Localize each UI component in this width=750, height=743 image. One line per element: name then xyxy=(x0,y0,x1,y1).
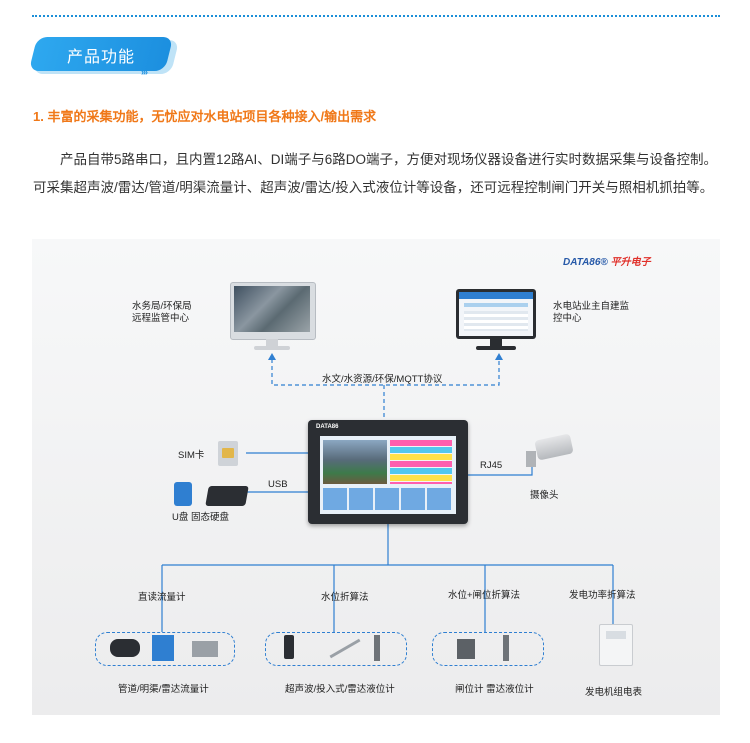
sim-label: SIM卡 xyxy=(178,450,205,461)
protocol-label: 水文/水资源/环保/MQTT协议 xyxy=(322,374,443,385)
system-diagram: DATA86® 平升电子 水务局/环保局 远程监管中心 水电站业主自建监 控中心 xyxy=(32,239,720,715)
right-center-label: 水电站业主自建监 控中心 xyxy=(553,301,630,324)
branch-caption-3: 闸位计 雷达液位计 xyxy=(455,684,534,695)
central-controller-device: DATA86 xyxy=(308,420,468,524)
flowmeter-group xyxy=(95,632,235,666)
branch-title-1: 直读流量计 xyxy=(138,592,186,603)
power-meter-icon xyxy=(599,624,633,666)
usb-drive-icon xyxy=(174,482,192,506)
storage-label: U盘 固态硬盘 xyxy=(172,512,230,523)
sim-card-icon xyxy=(218,441,238,466)
branch-title-3: 水位+闸位折算法 xyxy=(448,590,521,601)
feature-paragraph: 产品自带5路串口，且内置12路AI、DI端子与6路DO端子，方便对现场仪器设备进… xyxy=(33,152,718,195)
camera-label: 摄像头 xyxy=(530,490,559,501)
rj45-label: RJ45 xyxy=(480,460,503,471)
panel-brand: DATA86 xyxy=(316,424,339,430)
left-center-label: 水务局/环保局 远程监管中心 xyxy=(132,301,192,324)
chevrons-icon: ››› xyxy=(141,67,148,77)
section-badge: 产品功能 ››› xyxy=(28,37,180,79)
level-meter-group xyxy=(265,632,407,666)
right-monitor-image xyxy=(456,289,536,353)
dotted-divider xyxy=(32,15,720,17)
branch-caption-2: 超声波/投入式/雷达液位计 xyxy=(285,684,395,695)
section-badge-label: 产品功能 xyxy=(66,49,135,66)
branch-title-4: 发电功率折算法 xyxy=(569,590,636,601)
left-monitor-image xyxy=(230,282,316,352)
gate-level-group xyxy=(432,632,544,666)
diagram-connectors xyxy=(161,353,614,632)
usb-label: USB xyxy=(268,479,288,490)
ssd-icon xyxy=(205,486,249,506)
branch-caption-1: 管道/明渠/雷达流量计 xyxy=(118,684,209,695)
brand-logo: DATA86® 平升电子 xyxy=(563,257,651,268)
branch-title-2: 水位折算法 xyxy=(321,592,369,603)
feature-heading: 1. 丰富的采集功能，无忧应对水电站项目各种接入/输出需求 xyxy=(33,109,377,124)
branch-caption-4: 发电机组电表 xyxy=(585,687,643,698)
